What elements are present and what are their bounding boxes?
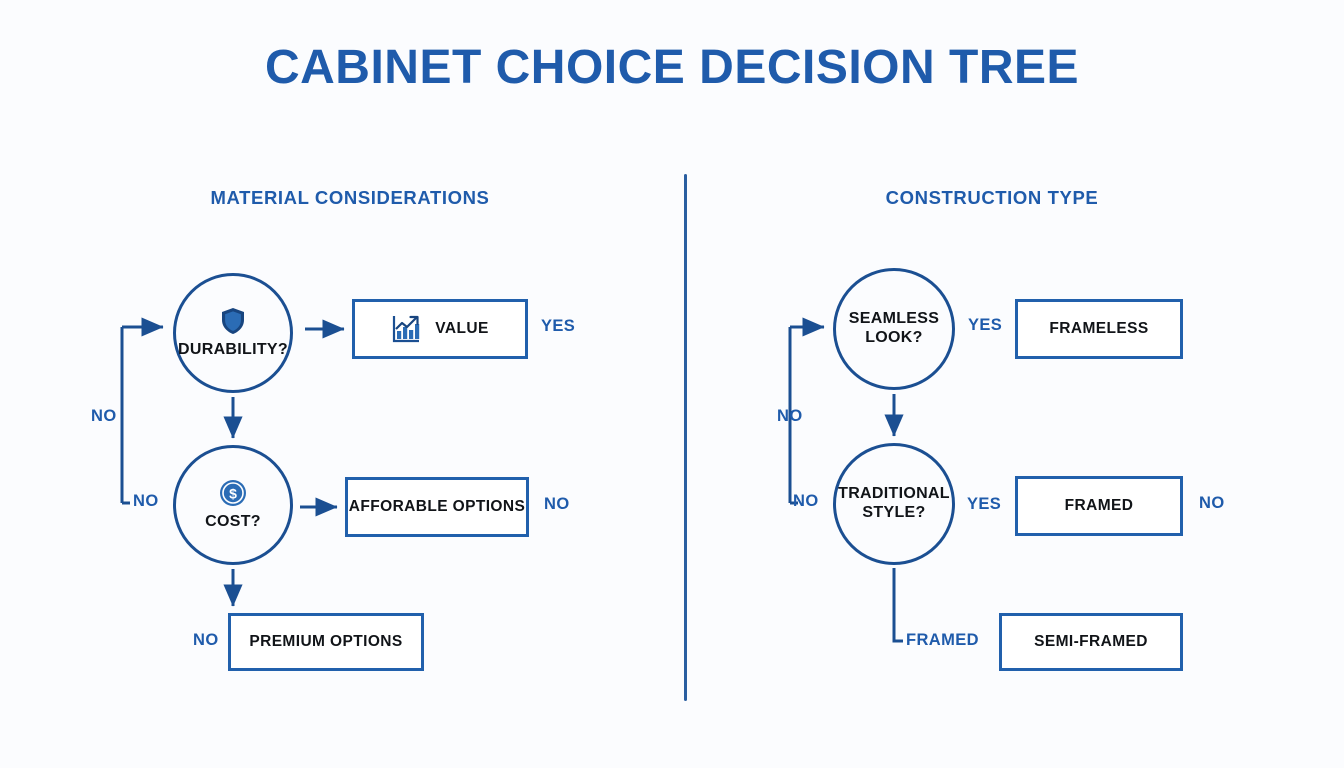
section-heading-material: MATERIAL CONSIDERATIONS [210, 187, 490, 208]
dollar-coin-icon: $ [219, 479, 247, 507]
edge-label-seamless-yes: YES [968, 316, 1003, 334]
node-seamless-look[interactable]: SEAMLESS LOOK? [833, 268, 955, 390]
outcome-semi-framed-label: SEMI-FRAMED [1034, 633, 1148, 650]
node-durability[interactable]: DURABILITY? [173, 273, 293, 393]
edge-label-right-loop-no: NO [793, 492, 819, 510]
node-cost-label: COST? [205, 512, 261, 530]
edge-label-left-loop-no: NO [133, 492, 159, 510]
outcome-affordable-options-label: AFFORABLE OPTIONS [348, 498, 526, 515]
edge-label-premium-no: NO [193, 631, 219, 649]
edge-label-semi-framed: FRAMED [906, 631, 979, 649]
node-traditional-style-label: TRADITIONAL STYLE? [838, 485, 950, 521]
outcome-framed[interactable]: FRAMED [1015, 476, 1183, 536]
edge-label-affordable-no: NO [544, 495, 570, 513]
node-durability-label: DURABILITY? [178, 340, 288, 358]
outcome-value[interactable]: VALUE [352, 299, 528, 359]
edge-label-framed-no: NO [1199, 494, 1225, 512]
edge-label-traditional-yes: YES [967, 495, 1002, 513]
vertical-divider [684, 174, 687, 701]
outcome-affordable-options[interactable]: AFFORABLE OPTIONS [345, 477, 529, 537]
outcome-framed-label: FRAMED [1064, 497, 1134, 514]
edge-label-right-entry-no: NO [777, 407, 803, 425]
node-traditional-style[interactable]: TRADITIONAL STYLE? [833, 443, 955, 565]
growth-chart-icon [391, 314, 421, 344]
outcome-frameless[interactable]: FRAMELESS [1015, 299, 1183, 359]
page-title: CABINET CHOICE DECISION TREE [264, 41, 1080, 94]
outcome-premium-options-label: PREMIUM OPTIONS [249, 633, 403, 650]
outcome-premium-options[interactable]: PREMIUM OPTIONS [228, 613, 424, 671]
section-heading-construction: CONSTRUCTION TYPE [885, 187, 1099, 208]
edge-label-durability-yes: YES [541, 317, 576, 335]
shield-icon [220, 307, 246, 335]
svg-text:$: $ [229, 485, 237, 501]
node-cost[interactable]: $ COST? [173, 445, 293, 565]
node-seamless-look-label: SEAMLESS LOOK? [848, 310, 940, 346]
outcome-frameless-label: FRAMELESS [1049, 320, 1149, 337]
edge-label-left-entry-no: NO [91, 407, 117, 425]
outcome-value-label: VALUE [435, 320, 489, 337]
outcome-semi-framed[interactable]: SEMI-FRAMED [999, 613, 1183, 671]
